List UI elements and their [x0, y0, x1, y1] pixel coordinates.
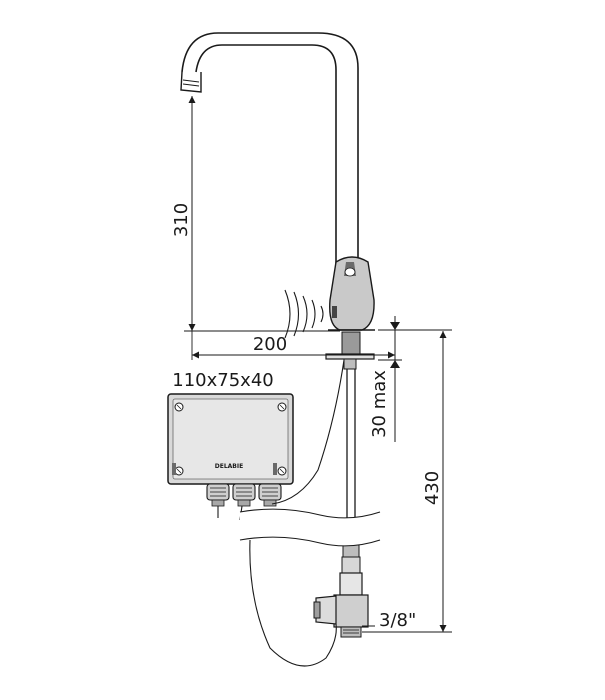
- break-lines: [239, 508, 381, 547]
- total-depth-dimension: 430: [362, 331, 452, 633]
- box-size-label: 110x75x40: [172, 370, 273, 391]
- control-box: DELABIE: [167, 393, 294, 485]
- spout-reach-label: 200: [253, 334, 287, 355]
- sensor-wave-icon: [284, 289, 324, 339]
- total-depth-label: 430: [422, 471, 443, 505]
- solenoid-valve: [313, 556, 369, 638]
- deck-mount: [325, 329, 375, 370]
- spout-nozzle: [180, 71, 202, 93]
- spout-height-label: 310: [171, 203, 192, 237]
- connection-size-label: 3/8": [379, 610, 416, 631]
- deck-thickness-dimension: 30 max: [369, 316, 452, 442]
- sensor-body: [329, 256, 375, 331]
- cable-glands: [206, 483, 282, 507]
- connection-callout: 3/8": [362, 610, 416, 631]
- spout-reach-dimension: 200: [191, 331, 395, 360]
- deck-thickness-label: 30 max: [369, 370, 390, 438]
- spout-height-dimension: 310: [171, 96, 340, 332]
- box-brand-label: DELABIE: [215, 463, 243, 470]
- spout-neck: [181, 32, 359, 268]
